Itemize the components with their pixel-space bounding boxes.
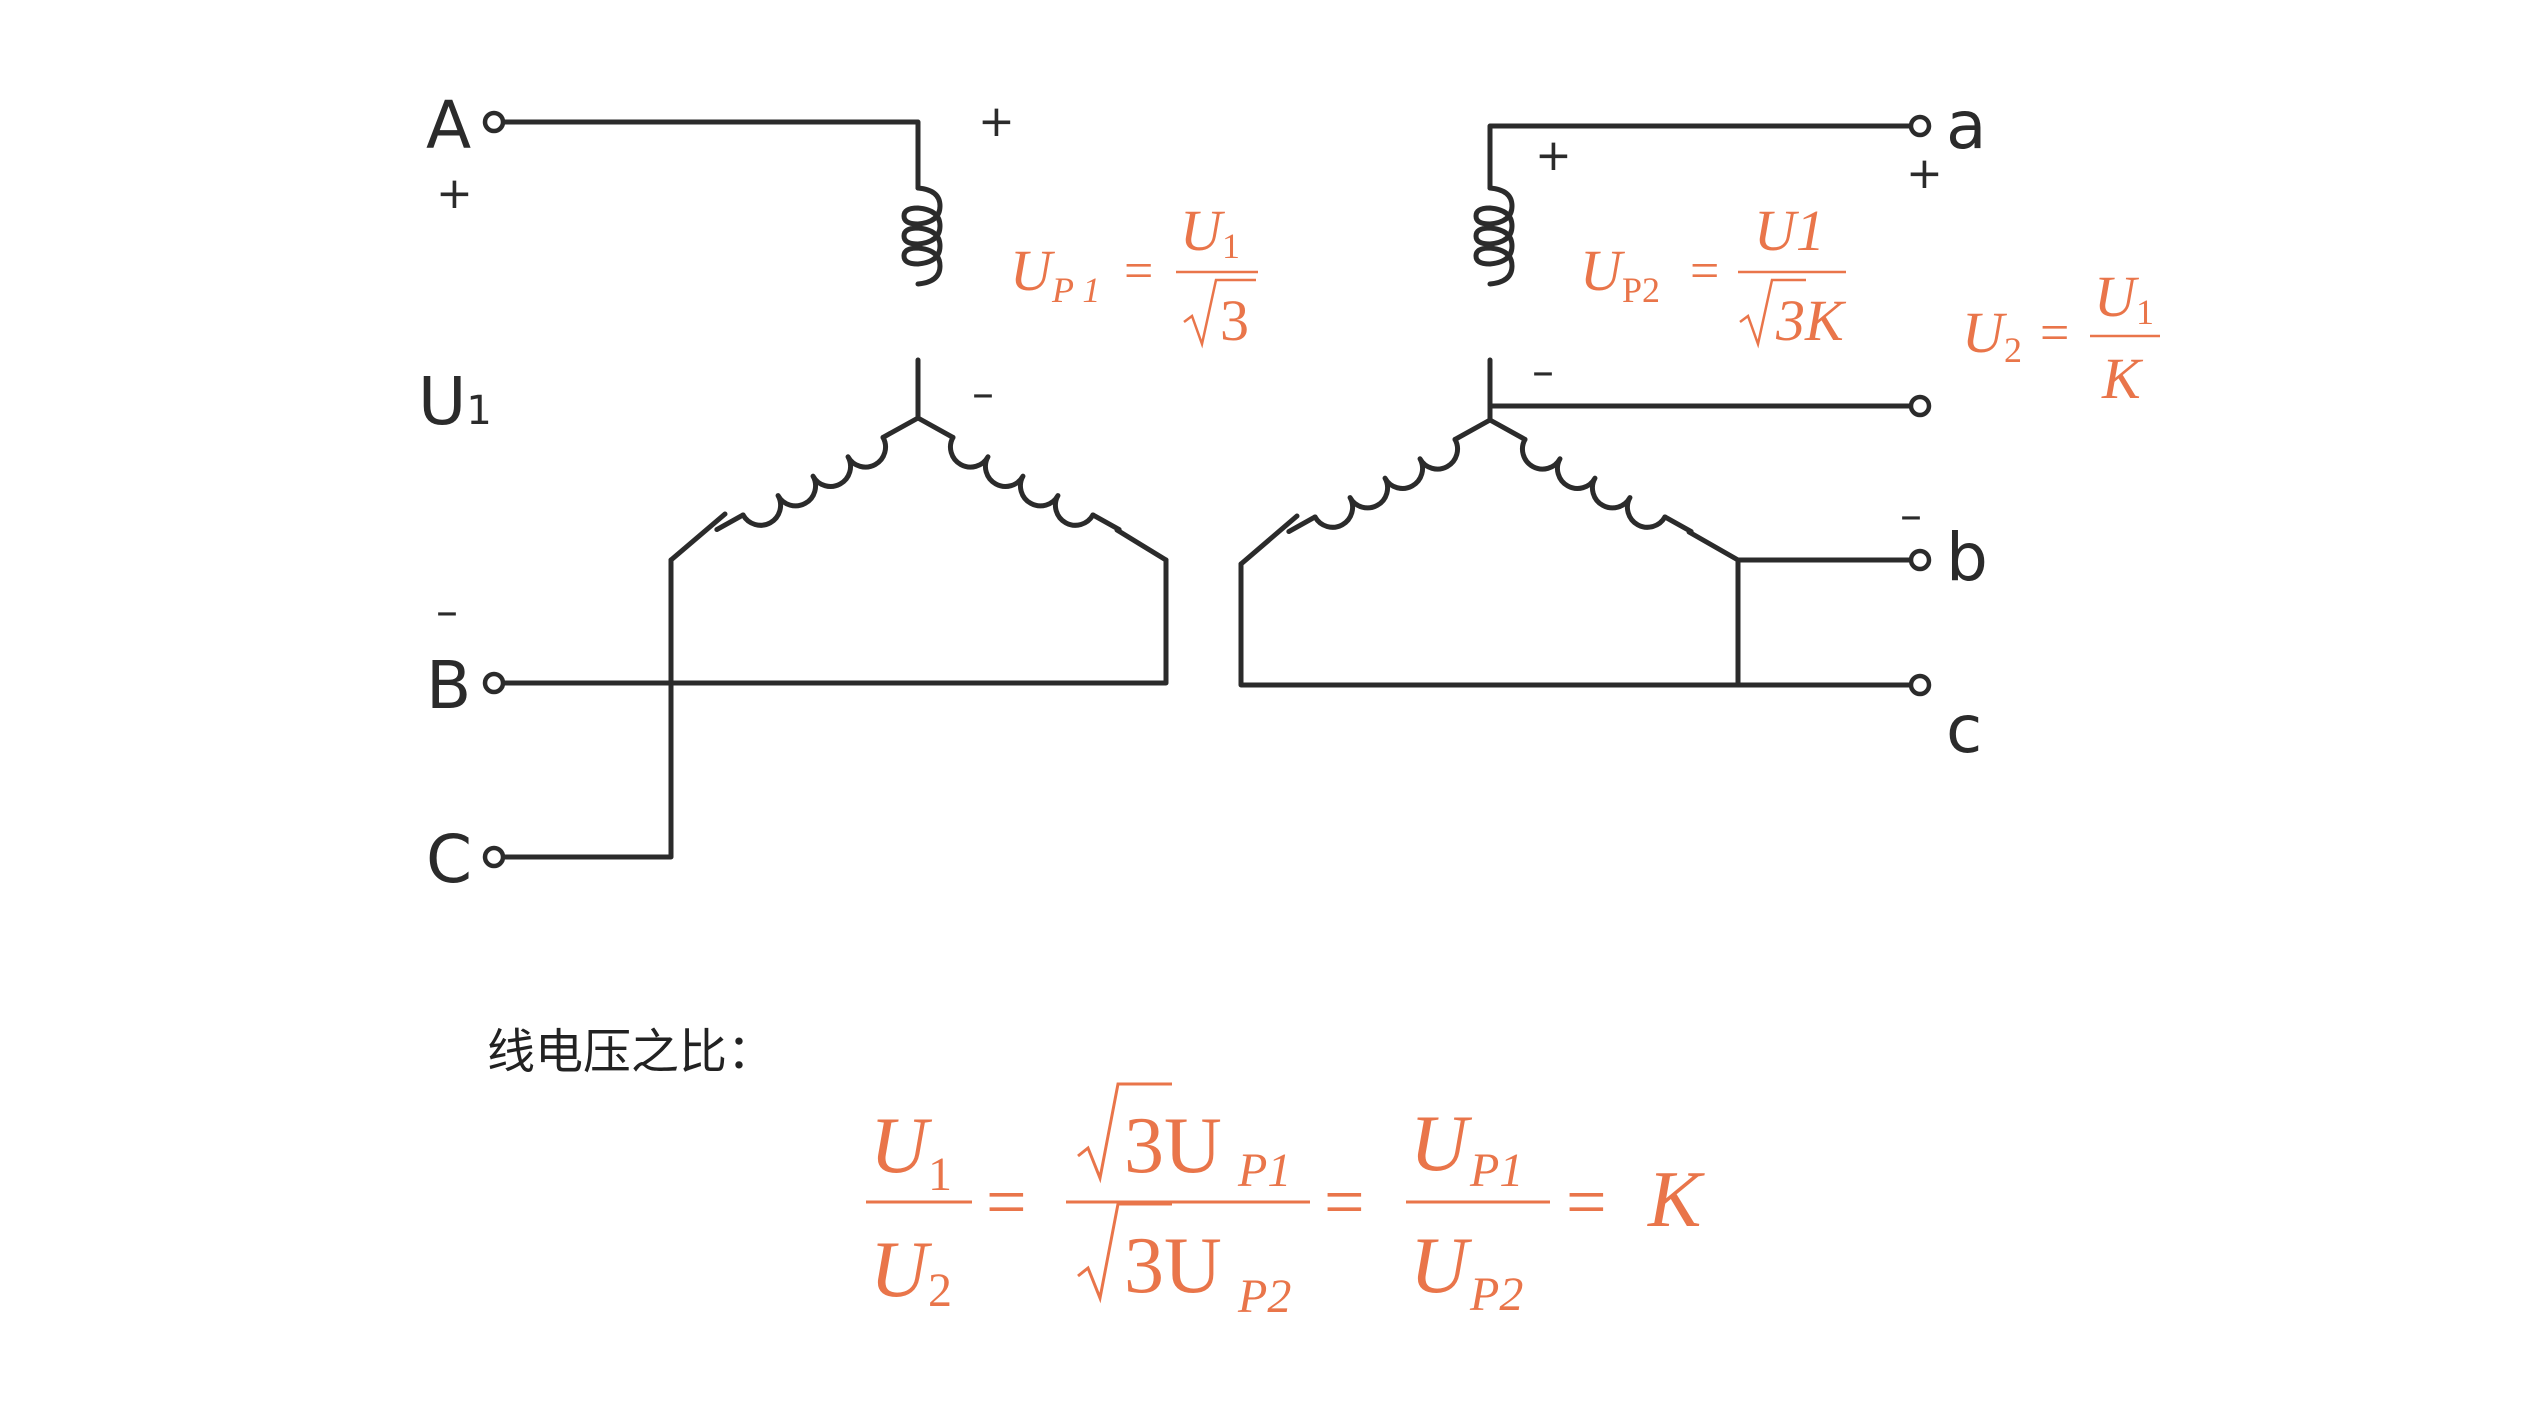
- wire-b-diag: [1114, 527, 1169, 563]
- wire-c-secondary: [1238, 561, 1915, 688]
- label-a-secondary: a: [1946, 87, 1986, 164]
- svg-text:1: 1: [1222, 226, 1240, 266]
- svg-text:2: 2: [928, 1264, 952, 1317]
- wire-c: [497, 557, 674, 860]
- svg-text:P2: P2: [1469, 1268, 1523, 1321]
- svg-text:=: =: [1124, 243, 1153, 300]
- svg-text:U: U: [870, 1102, 933, 1190]
- svg-text:P 1: P 1: [1051, 270, 1100, 310]
- primary-coil-b: [915, 415, 1122, 533]
- secondary-coil-c: [1286, 417, 1493, 535]
- secondary-winding: a b c + – + –: [1238, 87, 1988, 768]
- formula-up2: U P2 = U1 3K: [1580, 198, 1847, 353]
- svg-text:P2: P2: [1622, 270, 1660, 310]
- terminal-a-secondary[interactable]: [1908, 114, 1932, 138]
- label-c-secondary: c: [1946, 691, 1982, 768]
- svg-text:P2: P2: [1237, 1270, 1291, 1323]
- svg-text:=: =: [986, 1162, 1027, 1242]
- formula-up1: U P 1 = U 1 3: [1010, 198, 1258, 353]
- svg-text:U: U: [1010, 238, 1056, 303]
- wire-c-diag-secondary: [1238, 513, 1300, 567]
- svg-text:K: K: [2101, 346, 2144, 411]
- svg-text:U1: U1: [1754, 198, 1825, 263]
- wire-a: [497, 119, 921, 191]
- u1-label: U1: [418, 363, 492, 440]
- primary-coil-a: [901, 185, 943, 287]
- ratio-formula: U 1 U 2 = 3U P1 3U P2 = U P1 U P2 = K: [866, 1082, 1705, 1323]
- svg-text:U: U: [1180, 198, 1226, 263]
- secondary-coil-a: [1473, 185, 1515, 287]
- secondary-coil-b: [1487, 417, 1694, 535]
- svg-text:U: U: [1962, 300, 2008, 365]
- svg-text:1: 1: [2136, 292, 2154, 332]
- svg-text:=: =: [1690, 243, 1719, 300]
- ratio-title: 线电压之比：: [487, 1024, 776, 1080]
- primary-coil-plus: +: [978, 96, 1015, 147]
- svg-text:U: U: [870, 1226, 933, 1314]
- svg-text:3: 3: [1220, 288, 1249, 353]
- svg-text:P1: P1: [1469, 1144, 1523, 1197]
- terminal-a[interactable]: [482, 110, 506, 134]
- primary-winding: A B C + – U1 + –: [418, 87, 1169, 898]
- secondary-b-minus: –: [1900, 490, 1922, 541]
- svg-text:U: U: [1410, 1222, 1473, 1310]
- wire-c-diag: [668, 511, 728, 563]
- svg-text:K: K: [1647, 1156, 1705, 1244]
- svg-text:1: 1: [928, 1148, 952, 1201]
- svg-text:P1: P1: [1237, 1144, 1291, 1197]
- label-b: B: [426, 647, 471, 724]
- wire-b: [497, 557, 1169, 686]
- terminal-c[interactable]: [482, 845, 506, 869]
- svg-text:=: =: [2040, 305, 2069, 362]
- u1-plus-sign: +: [436, 168, 473, 219]
- label-a: A: [426, 87, 471, 164]
- primary-coil-minus: –: [972, 368, 994, 419]
- svg-text:U: U: [2094, 264, 2140, 329]
- svg-text:=: =: [1566, 1162, 1607, 1242]
- secondary-coil-plus: +: [1535, 130, 1572, 181]
- terminal-n-secondary[interactable]: [1908, 394, 1932, 418]
- primary-coil-c: [714, 415, 921, 533]
- svg-text:3U: 3U: [1124, 1102, 1222, 1190]
- svg-text:=: =: [1324, 1162, 1365, 1242]
- terminal-b[interactable]: [482, 671, 506, 695]
- wire-b-diag-secondary: [1686, 529, 1741, 563]
- svg-text:2: 2: [2004, 330, 2022, 370]
- svg-text:3K: 3K: [1775, 288, 1847, 353]
- u1-minus-sign: –: [436, 586, 458, 637]
- svg-text:U: U: [1580, 238, 1626, 303]
- terminal-c-secondary[interactable]: [1908, 673, 1932, 697]
- svg-text:3U: 3U: [1124, 1222, 1222, 1310]
- terminal-b-secondary[interactable]: [1908, 548, 1932, 572]
- label-c: C: [426, 821, 472, 898]
- svg-text:U: U: [1410, 1100, 1473, 1188]
- secondary-coil-minus: –: [1532, 346, 1554, 397]
- label-b-secondary: b: [1946, 519, 1988, 596]
- formula-u2: U 2 = U 1 K: [1962, 264, 2160, 411]
- wire-a-secondary: [1487, 123, 1915, 191]
- secondary-a-plus: +: [1906, 148, 1943, 199]
